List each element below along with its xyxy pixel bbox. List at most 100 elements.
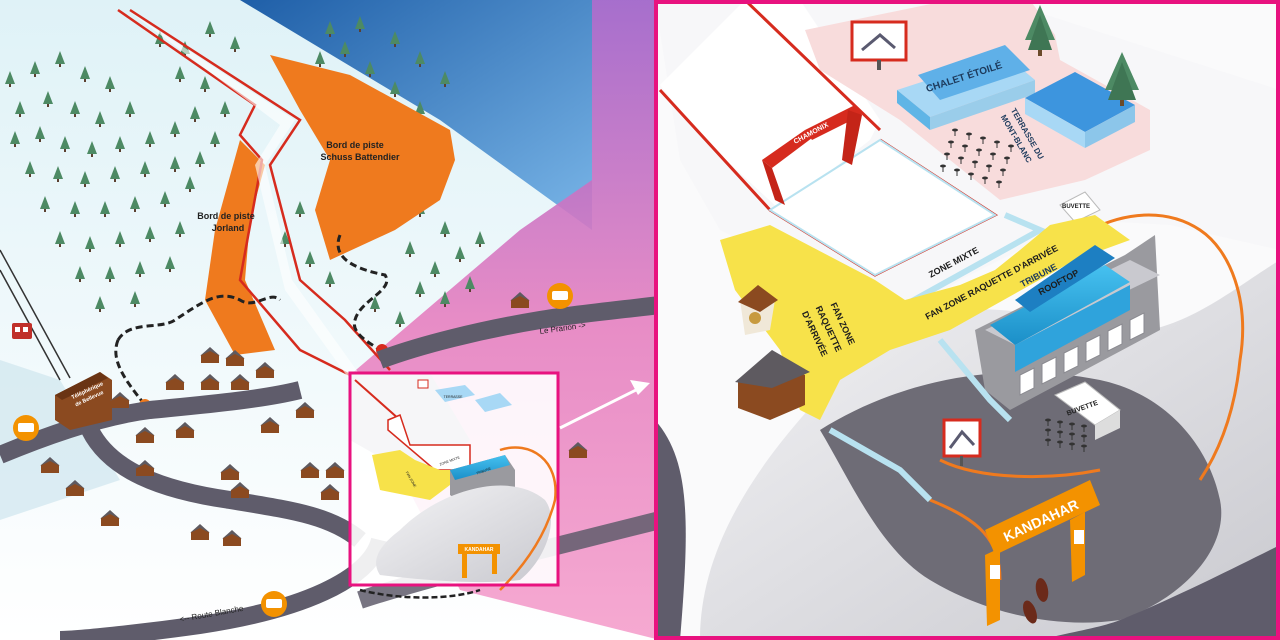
pine-tree-icon — [205, 21, 215, 37]
pine-tree-icon — [325, 271, 335, 287]
chalet-icon — [100, 510, 120, 526]
pine-tree-icon — [440, 221, 450, 237]
pine-tree-icon — [95, 296, 105, 312]
highlight-frame — [348, 371, 560, 587]
pine-tree-icon — [395, 311, 405, 327]
pine-tree-icon — [95, 111, 105, 127]
pine-tree-icon — [365, 61, 375, 77]
mini-label-terrasse: TERRASSE — [444, 395, 464, 399]
label-bord-piste-schuss-1: Bord de piste — [326, 140, 384, 150]
pine-tree-icon — [145, 226, 155, 242]
mini-label-tribune: TRIBUNE — [476, 466, 492, 475]
pine-tree-icon — [1025, 5, 1055, 56]
pine-tree-icon — [125, 101, 135, 117]
pine-tree-icon — [85, 236, 95, 252]
chalet-icon — [300, 462, 320, 478]
walking-trail-1 — [116, 294, 282, 341]
label-bord-piste-jorland-2: Jorland — [212, 223, 245, 233]
chalet-icon — [738, 285, 778, 335]
pine-tree-icon — [100, 201, 110, 217]
pine-tree-icon — [475, 231, 485, 247]
pine-tree-icon — [220, 101, 230, 117]
pine-tree-icon — [35, 126, 45, 142]
buvette-top: BUVETTE — [1059, 191, 1101, 223]
pine-tree-icon — [170, 121, 180, 137]
buvette-bottom: BUVETTE — [1054, 381, 1121, 440]
pine-tree-icon — [175, 66, 185, 82]
pine-tree-icon — [80, 171, 90, 187]
billboard-skier-icon — [942, 418, 982, 466]
pine-tree-icon — [130, 291, 140, 307]
chalet-icon — [295, 402, 315, 418]
piste-schuss-battendier — [270, 55, 455, 260]
label-bord-piste-jorland-1: Bord de piste — [197, 211, 255, 221]
pine-tree-icon — [30, 61, 40, 77]
pine-tree-icon — [55, 231, 65, 247]
pine-tree-icon — [43, 91, 53, 107]
bus-icon — [261, 591, 287, 617]
pine-tree-icon — [185, 176, 195, 192]
chalet-icon — [220, 464, 240, 480]
pine-tree-icon — [170, 156, 180, 172]
chalet-icon — [175, 422, 195, 438]
pine-tree-icon — [87, 141, 97, 157]
billboard-skier-icon — [850, 20, 908, 70]
highlight-area-thumbnail: KANDAHAR TERRASSE ZONE MIXTE FAN ZONE TR… — [350, 373, 558, 599]
pine-tree-icon — [10, 131, 20, 147]
pine-tree-icon — [200, 76, 210, 92]
pine-tree-icon — [60, 136, 70, 152]
footprints-icon — [1023, 578, 1049, 624]
pine-tree-icon — [25, 161, 35, 177]
zoom-arrow — [559, 380, 650, 430]
pine-tree-icon — [390, 31, 400, 47]
mini-label-zone-mixte: ZONE MIXTE — [439, 455, 461, 466]
chalet-icon — [325, 462, 345, 478]
pine-tree-icon — [130, 196, 140, 212]
chalet-icon — [135, 427, 155, 443]
pine-tree-icon — [415, 51, 425, 67]
pine-tree-icon — [115, 231, 125, 247]
road-left-detail — [655, 420, 686, 640]
pine-tree-icon — [440, 291, 450, 307]
pine-tree-icon — [110, 166, 120, 182]
chalet-icon — [225, 350, 245, 366]
sky-backdrop — [240, 0, 592, 230]
chalet-icon — [165, 374, 185, 390]
pine-tree-icon — [40, 196, 50, 212]
pine-tree-icon — [210, 131, 220, 147]
pine-tree-icon — [160, 191, 170, 207]
bus-icon — [13, 415, 39, 441]
chalet-icon — [135, 460, 155, 476]
cable-line — [0, 249, 71, 379]
course-right-line — [129, 8, 391, 371]
overview-map: Téléphérique de Bellevue Bord de piste S… — [0, 0, 663, 640]
pine-tree-icon — [135, 261, 145, 277]
pine-tree-icon — [53, 166, 63, 182]
buvette-tables — [1045, 418, 1087, 452]
chalet-icon — [230, 482, 250, 498]
pine-tree-icon — [70, 101, 80, 117]
pine-tree-icon — [70, 201, 80, 217]
pine-tree-icon — [340, 41, 350, 57]
telepherique-station: Téléphérique de Bellevue — [55, 372, 112, 430]
chalet-icon — [735, 350, 810, 420]
pine-tree-icon — [325, 21, 335, 37]
pine-tree-icon — [175, 221, 185, 237]
chalet-icon — [320, 484, 340, 500]
pine-tree-icon — [415, 281, 425, 297]
le-prarion-road — [376, 296, 662, 369]
pine-tree-icon — [195, 151, 205, 167]
pine-tree-icon — [405, 241, 415, 257]
pine-tree-icon — [140, 161, 150, 177]
pine-tree-icon — [105, 266, 115, 282]
walking-trail-2 — [336, 234, 389, 354]
finish-ground — [820, 372, 1222, 623]
terrace-tables — [940, 128, 1014, 188]
detail-frame — [654, 0, 1280, 640]
pine-tree-icon — [75, 266, 85, 282]
building-doors — [1019, 312, 1145, 396]
tribune-rooftop-building: ROOFTOP TRIBUNE — [975, 235, 1160, 410]
village-chalets — [40, 292, 588, 546]
pine-tree-icon — [295, 201, 305, 217]
